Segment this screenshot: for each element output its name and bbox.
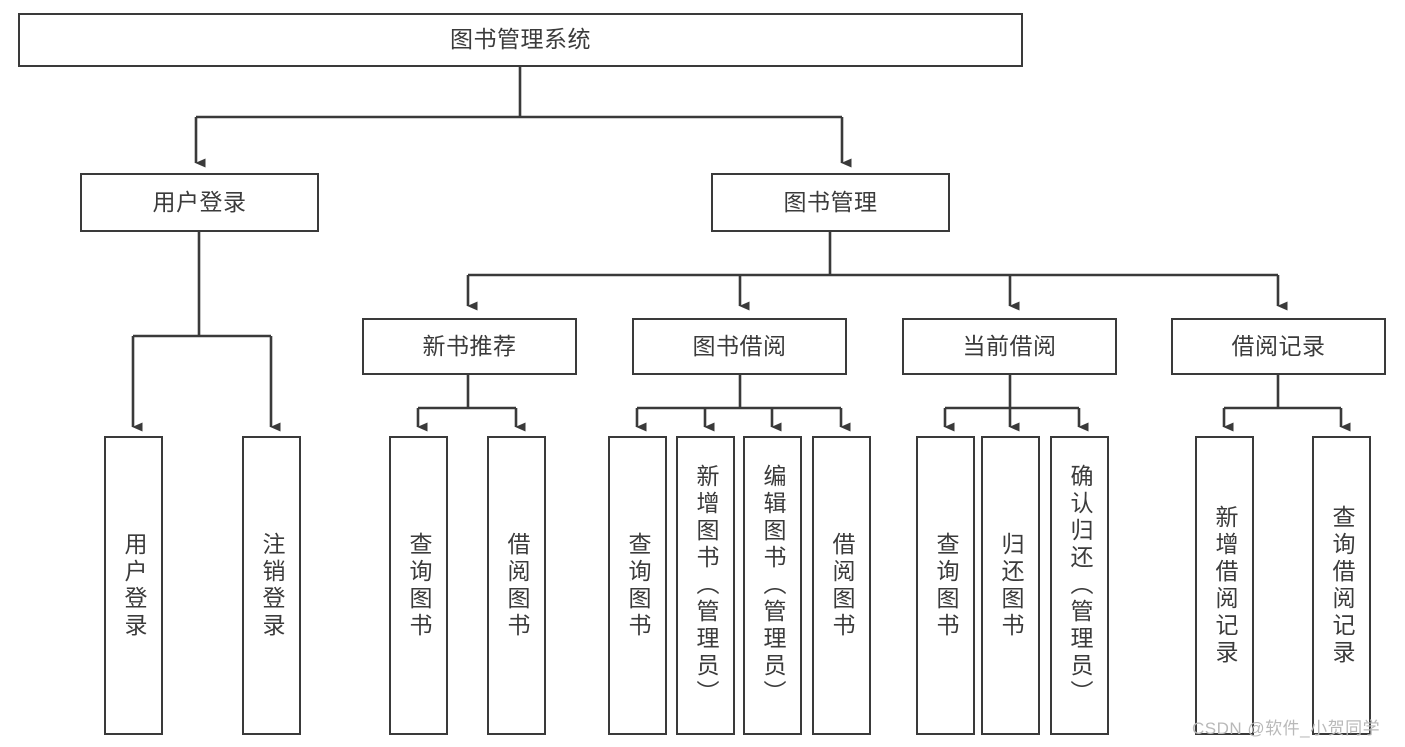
watermark: CSDN @软件_小贺同学 bbox=[1192, 719, 1381, 738]
node-leaf-query-book-1[interactable]: 查询图书 bbox=[389, 436, 448, 735]
node-leaf-borrow-book-2-label: 借阅图书 bbox=[829, 531, 855, 640]
node-book-borrow-label: 图书借阅 bbox=[692, 332, 787, 359]
node-leaf-user-login[interactable]: 用户登录 bbox=[104, 436, 163, 735]
node-leaf-logout[interactable]: 注销登录 bbox=[242, 436, 301, 735]
node-leaf-borrow-book-1-label: 借阅图书 bbox=[504, 531, 530, 640]
node-leaf-add-record[interactable]: 新增借阅记录 bbox=[1195, 436, 1254, 735]
node-leaf-add-book-label: 新增图书（管理员） bbox=[693, 464, 719, 707]
node-current-borrow[interactable]: 当前借阅 bbox=[902, 318, 1117, 375]
node-book-borrow[interactable]: 图书借阅 bbox=[632, 318, 847, 375]
node-leaf-query-record-label: 查询借阅记录 bbox=[1329, 504, 1355, 667]
node-borrow-record[interactable]: 借阅记录 bbox=[1171, 318, 1386, 375]
node-leaf-user-login-label: 用户登录 bbox=[121, 531, 147, 640]
node-leaf-query-book-1-label: 查询图书 bbox=[406, 531, 432, 640]
node-root[interactable]: 图书管理系统 bbox=[18, 13, 1023, 67]
node-root-label: 图书管理系统 bbox=[450, 26, 591, 53]
node-leaf-query-book-2[interactable]: 查询图书 bbox=[608, 436, 667, 735]
node-leaf-add-book[interactable]: 新增图书（管理员） bbox=[676, 436, 735, 735]
node-leaf-logout-label: 注销登录 bbox=[259, 531, 285, 640]
node-leaf-borrow-book-1[interactable]: 借阅图书 bbox=[487, 436, 546, 735]
node-leaf-query-book-3-label: 查询图书 bbox=[933, 531, 959, 640]
node-new-book-rec-label: 新书推荐 bbox=[422, 332, 517, 359]
node-leaf-confirm-return[interactable]: 确认归还（管理员） bbox=[1050, 436, 1109, 735]
node-borrow-record-label: 借阅记录 bbox=[1231, 332, 1326, 359]
node-current-borrow-label: 当前借阅 bbox=[962, 332, 1057, 359]
node-leaf-return-book[interactable]: 归还图书 bbox=[981, 436, 1040, 735]
node-leaf-edit-book[interactable]: 编辑图书（管理员） bbox=[743, 436, 802, 735]
node-leaf-return-book-label: 归还图书 bbox=[998, 531, 1024, 640]
node-new-book-rec[interactable]: 新书推荐 bbox=[362, 318, 577, 375]
node-user-login[interactable]: 用户登录 bbox=[80, 173, 319, 232]
node-leaf-edit-book-label: 编辑图书（管理员） bbox=[760, 464, 786, 707]
node-book-manage[interactable]: 图书管理 bbox=[711, 173, 950, 232]
node-leaf-add-record-label: 新增借阅记录 bbox=[1212, 504, 1238, 667]
node-leaf-borrow-book-2[interactable]: 借阅图书 bbox=[812, 436, 871, 735]
node-user-login-label: 用户登录 bbox=[152, 188, 247, 215]
node-leaf-query-record[interactable]: 查询借阅记录 bbox=[1312, 436, 1371, 735]
node-leaf-query-book-3[interactable]: 查询图书 bbox=[916, 436, 975, 735]
node-book-manage-label: 图书管理 bbox=[783, 188, 878, 215]
node-leaf-query-book-2-label: 查询图书 bbox=[625, 531, 651, 640]
node-leaf-confirm-return-label: 确认归还（管理员） bbox=[1067, 464, 1093, 707]
